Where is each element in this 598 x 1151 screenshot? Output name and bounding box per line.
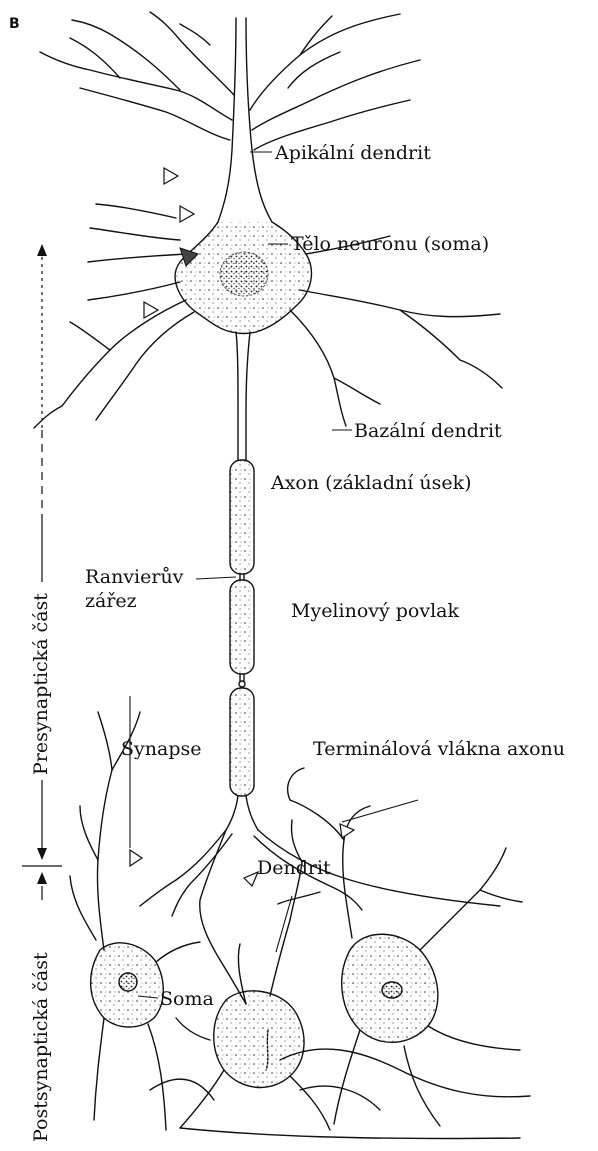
synapse-marker-4 xyxy=(130,850,142,866)
myelin-segment-3 xyxy=(230,688,254,796)
main-nucleus xyxy=(220,252,268,296)
myelin-segment-1 xyxy=(230,460,254,574)
label-basal-dendrite: Bazální dendrit xyxy=(354,420,502,442)
label-postsynaptic: Postsynaptická část xyxy=(30,952,52,1142)
label-soma-main: Tělo neuronu (soma) xyxy=(291,233,489,255)
presynaptic-arrow-up xyxy=(37,244,47,256)
left-basal-dendrite xyxy=(62,300,186,406)
label-soma-post: Soma xyxy=(160,988,214,1010)
label-presynaptic: Presynaptická část xyxy=(30,593,52,775)
leader-terminal xyxy=(342,800,418,822)
synapse-marker-2 xyxy=(180,206,194,222)
synapse-marker-1 xyxy=(164,168,178,184)
label-myelin: Myelinový povlak xyxy=(291,600,459,622)
upper-dendrite-branch xyxy=(150,12,234,95)
myelin-segment-2 xyxy=(230,580,254,674)
label-dendrite: Dendrit xyxy=(257,857,331,879)
label-terminal-fibers: Terminálová vlákna axonu xyxy=(313,738,565,760)
presynaptic-arrow-down xyxy=(37,848,47,860)
postsynaptic-nucleus-left xyxy=(119,973,137,991)
label-ranvier-line2: zářez xyxy=(85,590,137,612)
postsynaptic-nucleus-right xyxy=(382,982,402,998)
label-axon-initial: Axon (základní úsek) xyxy=(271,472,472,494)
postsynaptic-arrow-up xyxy=(37,872,47,884)
axon-hillock xyxy=(236,332,238,460)
apical-dendrite xyxy=(218,18,236,222)
axon-terminal-stem xyxy=(226,796,238,830)
label-apical-dendrite: Apikální dendrit xyxy=(275,142,431,164)
terminal-fiber-mid xyxy=(200,830,246,1004)
postsynaptic-soma-middle xyxy=(214,991,304,1088)
leader-ranvier xyxy=(196,577,236,579)
label-ranvier-line1: Ranvierův xyxy=(85,566,183,588)
label-synapse: Synapse xyxy=(121,738,201,760)
right-basal-dendrite xyxy=(300,290,500,317)
synapse-marker-5 xyxy=(244,872,258,886)
